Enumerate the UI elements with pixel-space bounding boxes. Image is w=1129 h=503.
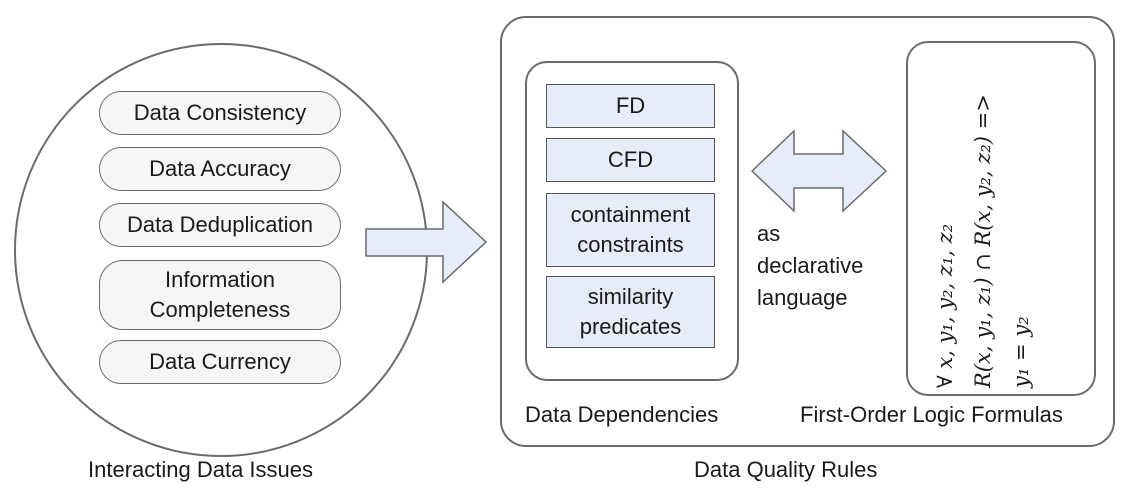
annotation-line: as [757,221,781,246]
dependency-label: containment constraints [570,202,691,257]
annotation-line: language [757,285,848,310]
dependency-label: CFD [607,147,654,172]
dependency-box-cfd: CFD [546,138,715,182]
logic-formula: ∀ x, y₁, y₂, z₁, z₂ R(x, y₁, z₁) ∩ R(x, … [926,48,1076,388]
issue-label: Data Consistency [133,100,307,125]
rules-frame [500,16,1115,447]
issue-label: Information Completeness [149,267,291,322]
formula-line: R(x, y₁, z₁) ∩ R(x, y₂, z₂) => [971,94,995,388]
issue-pill-completeness: Information Completeness [99,260,341,330]
dependency-box-similarity: similarity predicates [546,276,715,348]
issue-label: Data Currency [149,349,291,374]
rules-title: Data Quality Rules [694,457,878,482]
dependencies-frame [525,61,739,381]
issue-label: Data Accuracy [149,156,291,181]
issue-pill-deduplication: Data Deduplication [99,203,341,247]
issue-pill-consistency: Data Consistency [99,91,341,135]
formula-line: ∀ x, y₁, y₂, z₁, z₂ [933,223,957,388]
annotation-line: declarative [757,253,864,278]
logic-label: First-Order Logic Formulas [800,402,1063,427]
dependencies-label: Data Dependencies [525,402,719,427]
declarative-annotation: as declarative language [757,218,863,314]
dependency-label: similarity predicates [579,284,682,339]
issues-title: Interacting Data Issues [88,457,314,482]
formula-line: y₁ = y₂ [1009,316,1033,388]
dependency-box-fd: FD [546,84,715,128]
issue-label: Data Deduplication [127,212,313,237]
issue-pill-currency: Data Currency [99,340,341,384]
dependency-box-containment: containment constraints [546,193,715,267]
issue-pill-accuracy: Data Accuracy [99,147,341,191]
dependency-label: FD [615,93,646,118]
logic-frame [906,41,1096,396]
